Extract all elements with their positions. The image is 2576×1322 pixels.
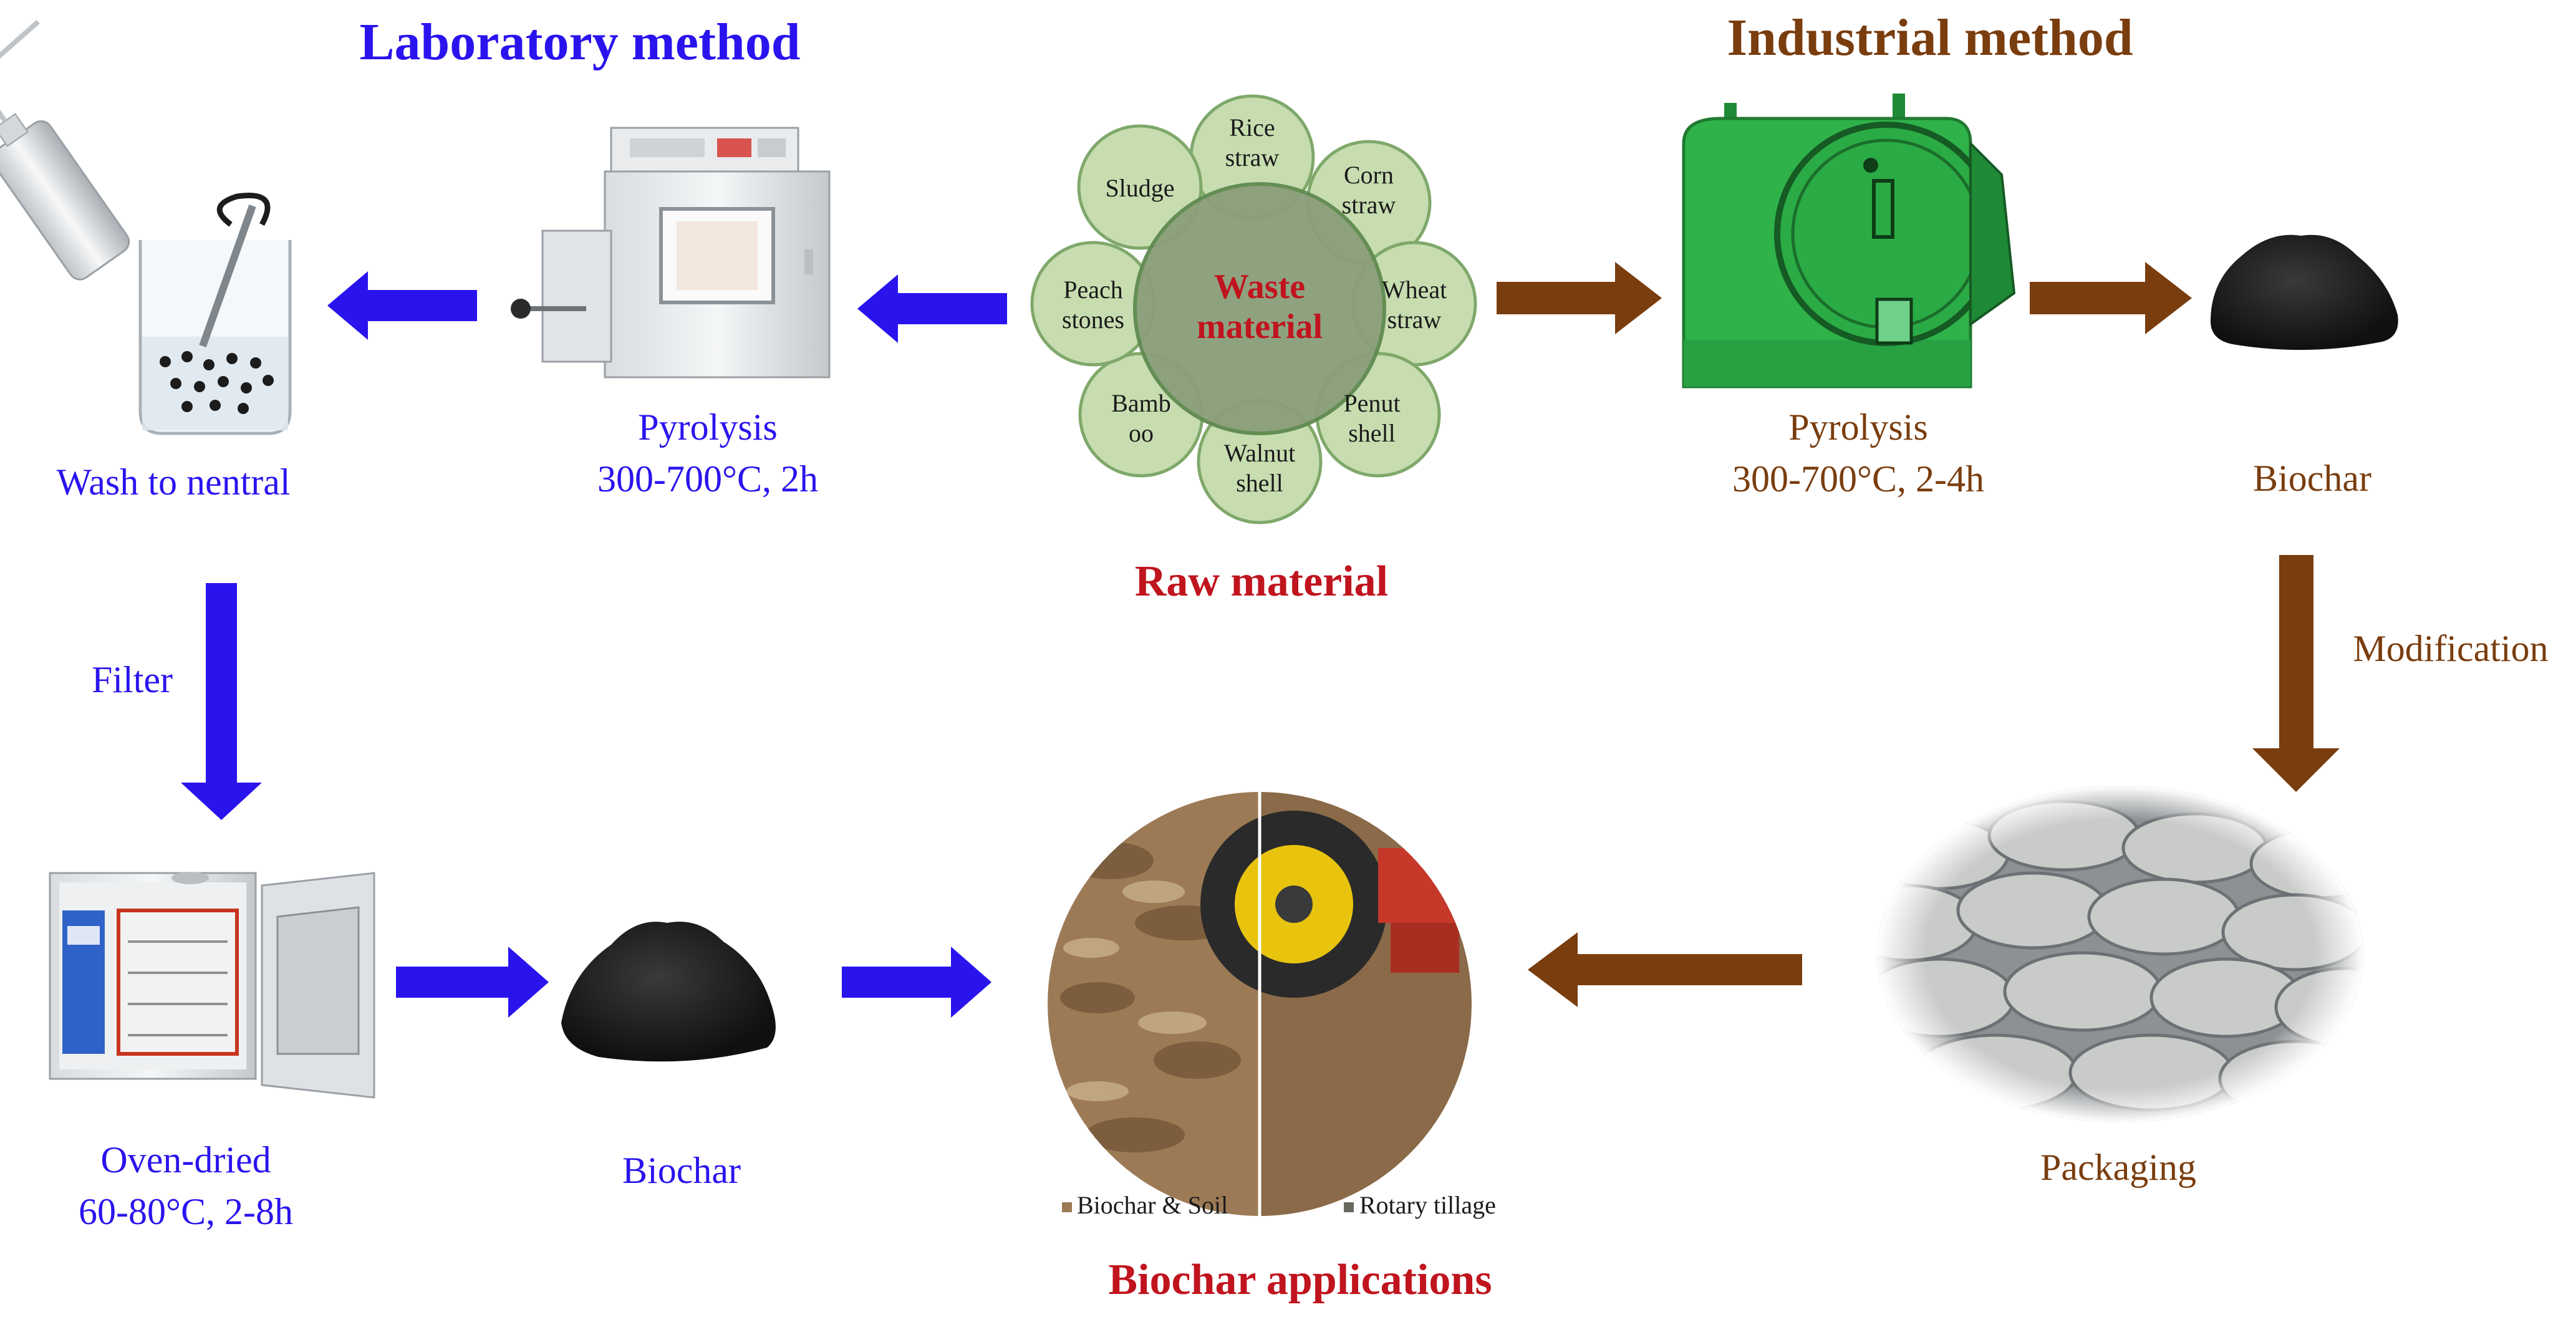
muffle-furnace-image — [511, 127, 831, 379]
petal-label: straw — [1225, 143, 1280, 171]
petal-sludge — [1077, 124, 1203, 250]
arrow-oven-to-biochar — [396, 947, 549, 1018]
petal-label: Penut — [1343, 389, 1400, 417]
applications-legend: Biochar & Soil Rotary tillage — [1062, 1191, 1496, 1219]
arrow-raw-to-industrial-pyrolysis — [1497, 262, 1662, 334]
lab-pyrolysis-label-line2: 300-700°C, 2h — [597, 458, 818, 499]
legend-swatch-rotary-tillage — [1344, 1202, 1354, 1212]
industrial-pyrolysis-label-line1: Pyrolysis — [1788, 407, 1927, 448]
petal-label: straw — [1387, 306, 1442, 334]
oven-dried-label-line2: 60-80°C, 2-8h — [79, 1191, 293, 1232]
lab-biochar-label: Biochar — [622, 1150, 741, 1191]
industrial-biochar-pile-image — [2211, 234, 2398, 350]
laboratory-method-heading: Laboratory method — [360, 13, 801, 71]
arrow-industrial-pyrolysis-to-biochar — [2030, 262, 2192, 334]
petal-label: Bamb — [1111, 389, 1171, 417]
biochar-applications-image — [1048, 792, 1472, 1216]
petal-label: shell — [1236, 469, 1283, 497]
raw-material-flower: Waste material Rice straw Corn straw Whe… — [1030, 94, 1477, 524]
waste-material-center — [1133, 182, 1386, 435]
petal-label: Peach — [1063, 276, 1123, 304]
legend-swatch-biochar-soil — [1062, 1202, 1072, 1212]
arrow-pyrolysis-to-wash — [327, 271, 477, 340]
arrow-raw-to-lab-pyrolysis — [857, 274, 1007, 343]
arrow-biochar-to-applications — [842, 947, 991, 1018]
oven-dried-label-line1: Oven-dried — [100, 1139, 271, 1180]
petal-label: Walnut — [1224, 439, 1296, 467]
raw-material-heading: Raw material — [1135, 557, 1388, 606]
wash-beaker-image — [0, 19, 292, 435]
packaging-label: Packaging — [2040, 1147, 2196, 1188]
petal-label: Sludge — [1105, 174, 1174, 202]
industrial-biochar-label: Biochar — [2253, 458, 2371, 499]
petal-label: shell — [1348, 419, 1396, 447]
drying-oven-image — [49, 872, 375, 1099]
legend-biochar-soil-label: Biochar & Soil — [1077, 1191, 1228, 1219]
industrial-pyrolysis-machine-image — [1682, 94, 2016, 388]
petal-label: Wheat — [1382, 276, 1447, 304]
wash-to-neutral-label: Wash to nentral — [56, 461, 290, 503]
petal-label: Corn — [1344, 161, 1394, 189]
industrial-pyrolysis-label-line2: 300-700°C, 2-4h — [1732, 458, 1984, 499]
lab-pyrolysis-label-line1: Pyrolysis — [638, 407, 777, 448]
arrow-packaging-to-applications — [1528, 932, 1802, 1007]
legend-rotary-tillage-label: Rotary tillage — [1359, 1191, 1496, 1219]
lab-biochar-pile-image — [561, 922, 776, 1062]
waste-material-label-line2: material — [1197, 307, 1323, 346]
filter-label: Filter — [92, 659, 173, 700]
waste-material-label-line1: Waste — [1214, 268, 1305, 306]
petal-label: oo — [1129, 419, 1154, 447]
arrow-wash-to-oven — [181, 583, 262, 820]
packaging-sacks-image — [1877, 786, 2363, 1122]
petal-label: stones — [1062, 306, 1124, 334]
industrial-method-heading: Industrial method — [1727, 9, 2133, 67]
modification-label: Modification — [2353, 628, 2548, 669]
petal-label: Rice — [1229, 113, 1275, 142]
biochar-applications-heading: Biochar applications — [1108, 1256, 1492, 1304]
petal-label: straw — [1342, 191, 1396, 219]
arrow-biochar-to-packaging — [2252, 555, 2340, 792]
